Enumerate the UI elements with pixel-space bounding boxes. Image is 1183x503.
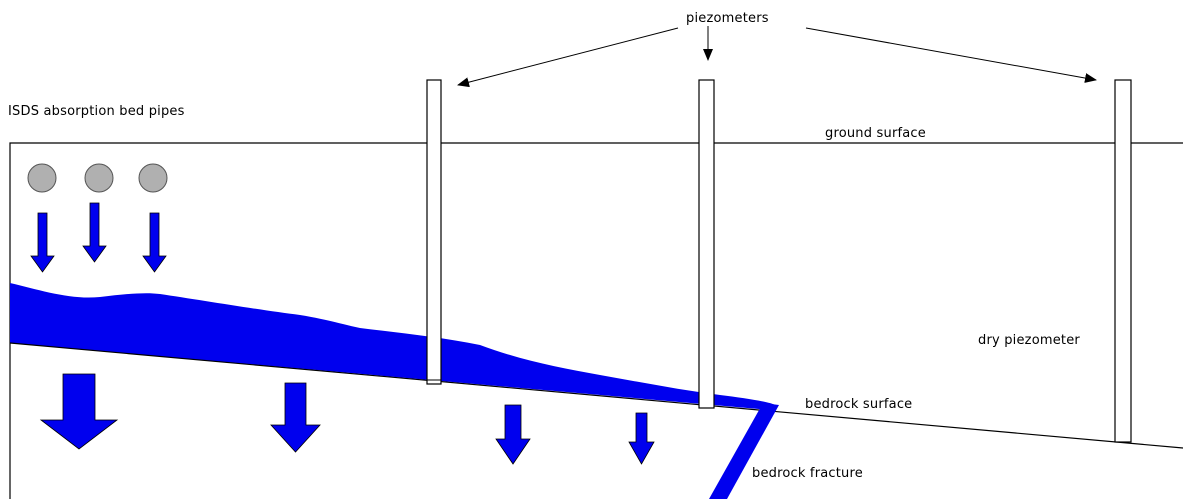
groundwater-mound [10, 283, 775, 410]
bedrock-surface-line [9, 342, 1183, 449]
absorption-pipe-1 [27, 163, 57, 193]
label-bedrock-surface: bedrock surface [803, 397, 915, 412]
flow-arrow-small-1 [30, 212, 55, 273]
flow-arrow-large-3 [495, 404, 531, 465]
absorption-pipe-3 [138, 163, 168, 193]
bedrock-fracture [709, 403, 779, 499]
flow-arrow-large-1 [39, 373, 119, 450]
piezometer-3 [1114, 79, 1132, 443]
absorption-pipe-2 [84, 163, 114, 193]
callout-arrow-right [805, 27, 1097, 83]
piezometer-1 [426, 79, 442, 385]
flow-arrow-small-2 [82, 202, 107, 263]
flow-arrow-large-4 [628, 412, 655, 465]
piezometer-2 [698, 79, 715, 409]
label-bedrock-fracture: bedrock fracture [752, 466, 863, 481]
callout-arrow-left [457, 27, 679, 88]
flow-arrow-small-3 [142, 212, 167, 273]
soil-profile-outline [9, 142, 1183, 499]
label-absorption-bed-pipes: ISDS absorption bed pipes [8, 104, 185, 119]
flow-arrow-large-2 [270, 382, 321, 453]
label-dry-piezometer: dry piezometer [978, 333, 1080, 348]
label-ground-surface: ground surface [825, 126, 926, 141]
label-piezometers: piezometers [686, 11, 769, 26]
